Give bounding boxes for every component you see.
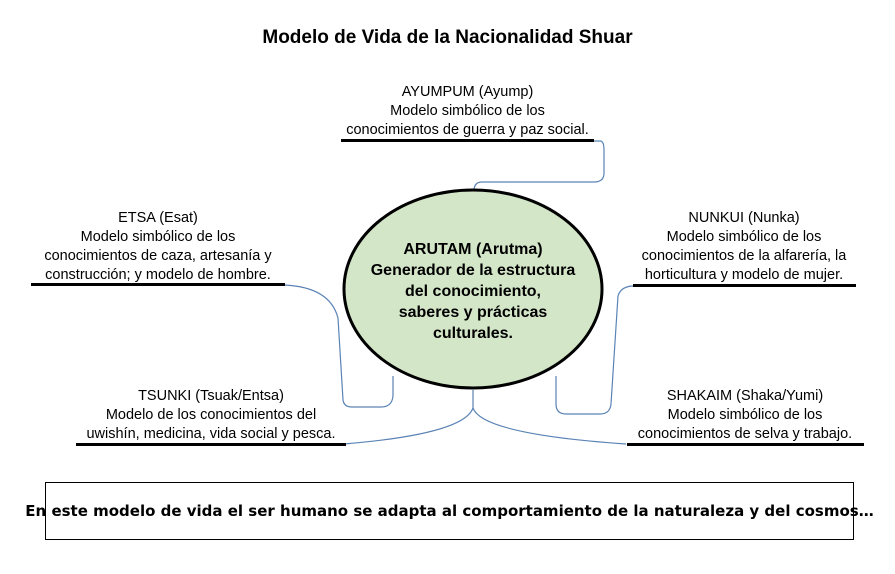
connector-tsunki bbox=[343, 390, 474, 445]
footer-note: En este modelo de vida el ser humano se … bbox=[25, 482, 874, 540]
connector-ayumpum bbox=[473, 140, 605, 192]
connector-etsa bbox=[283, 284, 394, 408]
arutam-ellipse bbox=[342, 188, 604, 390]
rule-ayumpum bbox=[341, 139, 594, 142]
topic-shakaim: SHAKAIM (Shaka/Yumi) Modelo simbólico de… bbox=[620, 387, 870, 444]
topic-heading: TSUNKI (Tsuak/Entsa) bbox=[138, 388, 284, 404]
connector-nunkui bbox=[555, 285, 635, 415]
topic-heading: AYUMPUM (Ayump) bbox=[401, 84, 534, 100]
topic-nunkui: NUNKUI (Nunka) Modelo simbólico de los c… bbox=[628, 209, 860, 285]
topic-heading: NUNKUI (Nunka) bbox=[688, 210, 800, 226]
topic-heading: ETSA (Esat) bbox=[118, 210, 198, 226]
rule-tsunki bbox=[76, 443, 346, 446]
rule-shakaim bbox=[627, 443, 864, 446]
arutam-label: ARUTAM (Arutma) Generador de la estructu… bbox=[370, 240, 576, 342]
topic-tsunki: TSUNKI (Tsuak/Entsa) Modelo de los conoc… bbox=[66, 387, 356, 444]
connector-shakaim bbox=[472, 407, 627, 445]
topic-heading: SHAKAIM (Shaka/Yumi) bbox=[666, 388, 824, 404]
arutam-center-node: ARUTAM (Arutma) Generador de la estructu… bbox=[343, 190, 603, 390]
diagram-title: Modelo de Vida de la Nacionalidad Shuar bbox=[262, 27, 633, 48]
topic-etsa: ETSA (Esat) Modelo simbólico de los cono… bbox=[20, 209, 296, 285]
topic-ayumpum: AYUMPUM (Ayump) Modelo simbólico de los … bbox=[330, 83, 605, 140]
rule-etsa bbox=[31, 283, 285, 286]
rule-nunkui bbox=[633, 284, 856, 287]
